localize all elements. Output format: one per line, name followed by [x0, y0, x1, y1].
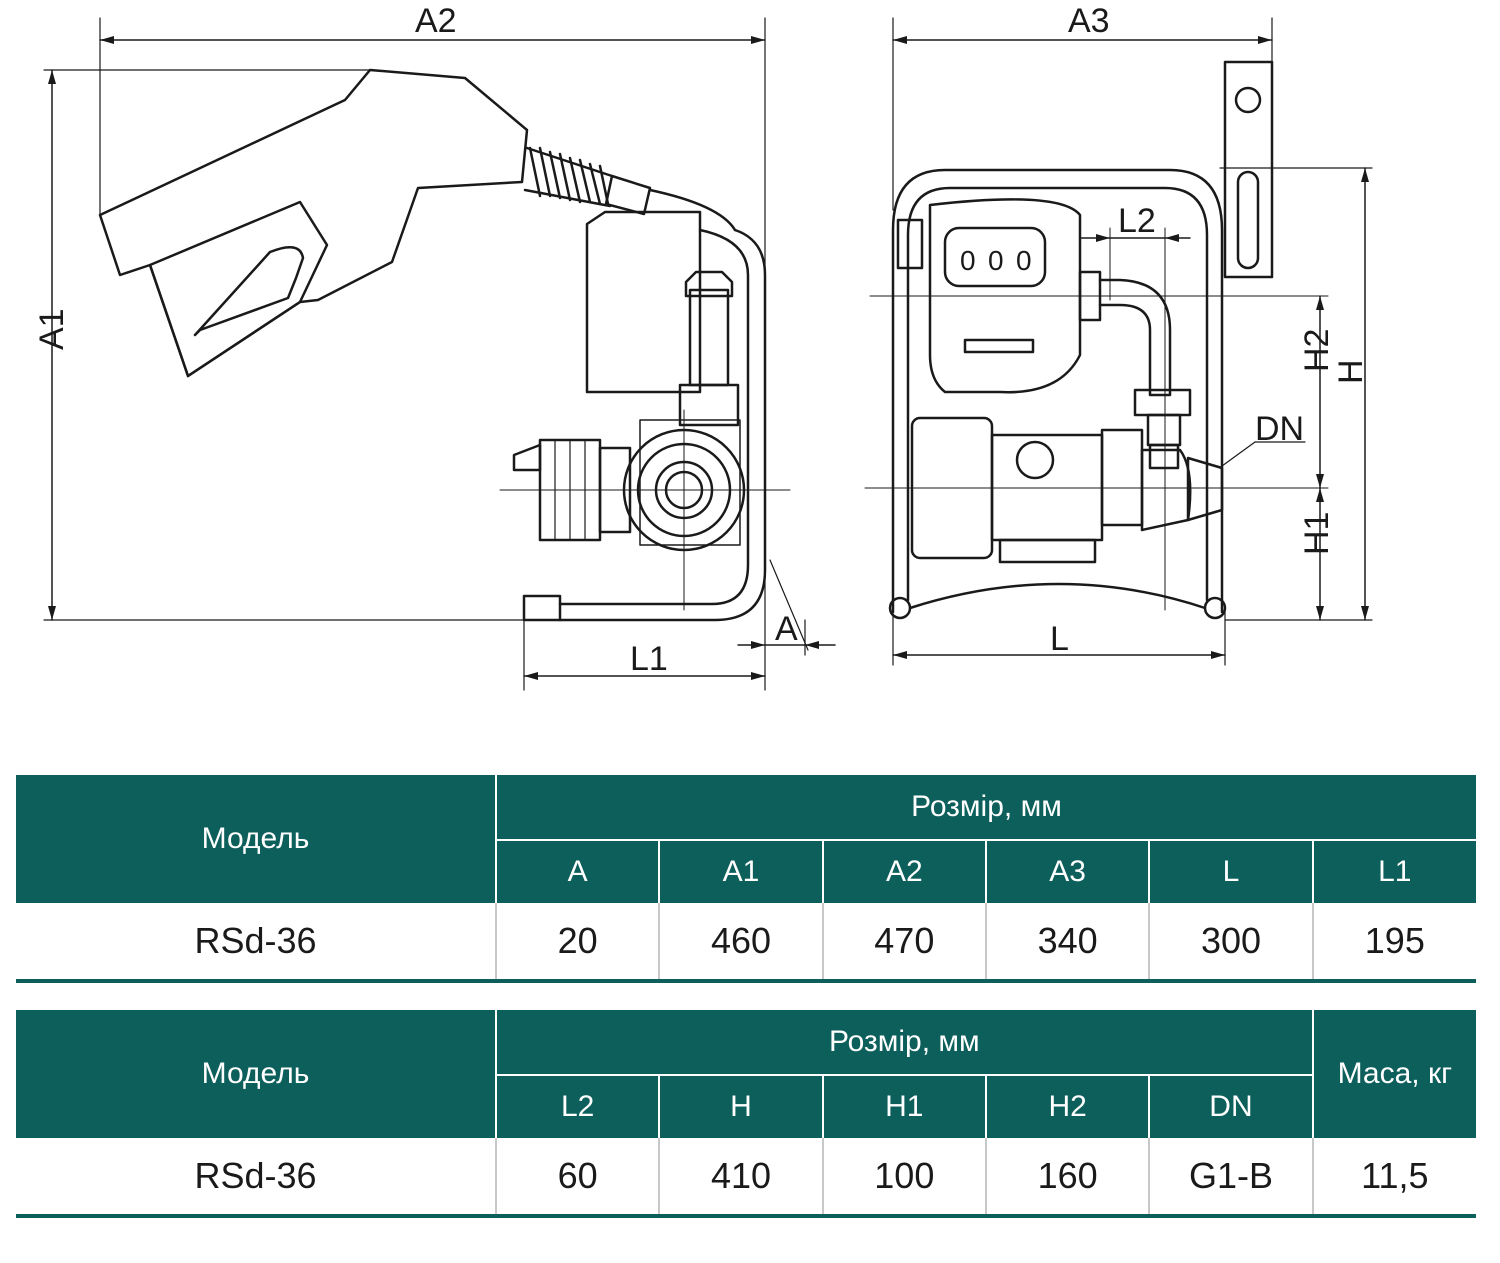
value-cell: 410 [658, 1138, 823, 1218]
value-cell: 60 [494, 1138, 660, 1218]
table-row: RSd-36 60 410 100 160 G1-B 11,5 [16, 1138, 1476, 1218]
label-dn: DN [1255, 410, 1304, 448]
label-a: A [775, 610, 798, 648]
label-a3: A3 [1068, 2, 1110, 40]
counter-digits: 0 0 0 [960, 245, 1032, 276]
column-header: A1 [658, 839, 823, 903]
label-a1: A1 [33, 308, 71, 350]
counter-digit-3: 0 [1016, 245, 1032, 276]
model-cell: RSd-36 [16, 903, 496, 983]
value-cell: 20 [494, 903, 660, 983]
size-header: Розмір, мм [495, 775, 1476, 840]
column-header: H [658, 1074, 823, 1138]
value-cell: 300 [1148, 903, 1313, 983]
dimensions-table-1: Модель Розмір, мм A A1 A2 A3 L L1 RSd-36… [16, 775, 1476, 983]
label-l: L [1050, 620, 1069, 658]
label-l2: L2 [1118, 202, 1156, 240]
label-a2: A2 [415, 2, 457, 40]
column-header: DN [1148, 1074, 1313, 1138]
column-header: H1 [821, 1074, 986, 1138]
column-header: A3 [984, 839, 1150, 903]
size-header: Розмір, мм [495, 1010, 1313, 1075]
value-cell: 470 [821, 903, 986, 983]
counter-digit-1: 0 [960, 245, 976, 276]
dimensions-table-2: Модель Розмір, мм Маса, кг L2 H H1 H2 DN… [16, 1010, 1476, 1218]
column-header: L2 [494, 1074, 660, 1138]
mass-cell: 11,5 [1311, 1138, 1476, 1218]
model-cell: RSd-36 [16, 1138, 496, 1218]
value-cell: 160 [984, 1138, 1150, 1218]
label-h2: H2 [1298, 329, 1336, 372]
value-cell: 100 [821, 1138, 986, 1218]
column-header: A2 [821, 839, 986, 903]
column-header: L1 [1311, 839, 1476, 903]
technical-drawing: 0 0 0 A2 A1 A L1 A3 L2 H2 H DN H1 L [33, 2, 1373, 691]
mass-header: Маса, кг [1311, 1010, 1476, 1138]
model-header: Модель [16, 1010, 496, 1138]
counter-digit-2: 0 [988, 245, 1004, 276]
label-h1: H1 [1298, 512, 1336, 555]
value-cell: 195 [1311, 903, 1476, 983]
value-cell: 340 [984, 903, 1150, 983]
column-header: H2 [984, 1074, 1150, 1138]
label-l1: L1 [630, 640, 668, 678]
model-header: Модель [16, 775, 496, 903]
column-header: A [494, 839, 660, 903]
value-cell: G1-B [1148, 1138, 1313, 1218]
value-cell: 460 [658, 903, 823, 983]
table-row: RSd-36 20 460 470 340 300 195 [16, 903, 1476, 983]
column-header: L [1148, 839, 1313, 903]
label-h: H [1332, 359, 1370, 384]
